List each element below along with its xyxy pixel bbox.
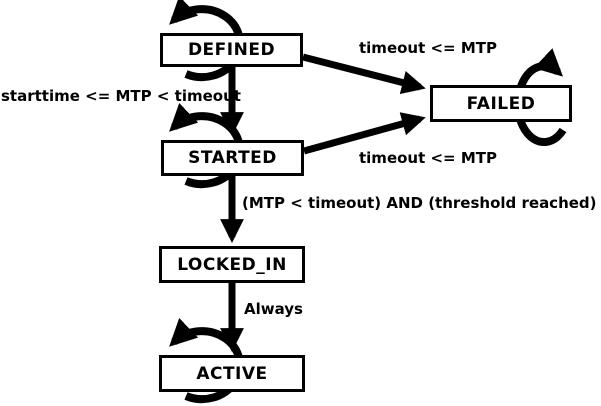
state-node-failed[interactable]: FAILED (430, 85, 572, 122)
state-node-locked-in[interactable]: LOCKED_IN (159, 246, 305, 283)
state-node-started[interactable]: STARTED (161, 140, 304, 176)
transition-label-locked-in-to-active: Always (244, 300, 303, 318)
state-node-active[interactable]: ACTIVE (159, 355, 305, 392)
state-node-defined[interactable]: DEFINED (160, 33, 303, 67)
transition-label-started-to-locked-in: (MTP < timeout) AND (threshold reached) (242, 194, 597, 212)
transition-arrow-started-to-failed (303, 112, 426, 155)
transition-label-started-to-failed: timeout <= MTP (359, 149, 498, 167)
transition-label-defined-to-failed: timeout <= MTP (359, 39, 498, 57)
transition-arrow-defined-to-failed (302, 53, 426, 95)
transition-label-defined-to-started: starttime <= MTP < timeout (1, 87, 241, 105)
